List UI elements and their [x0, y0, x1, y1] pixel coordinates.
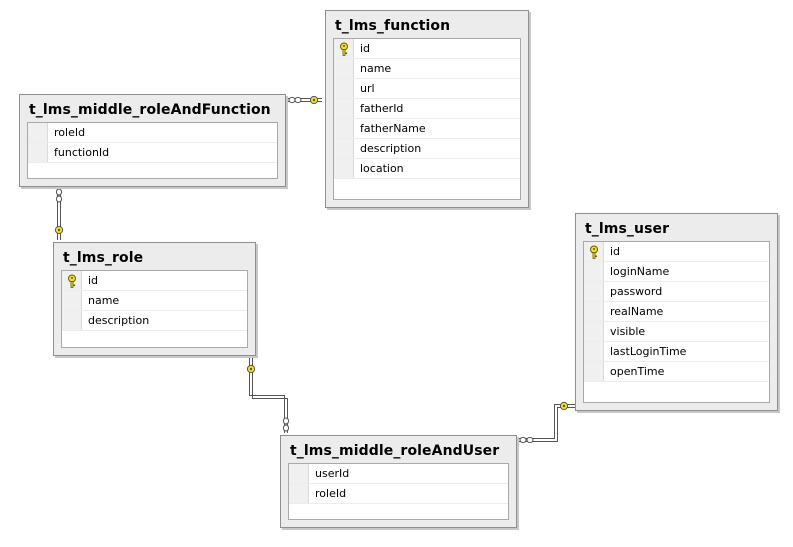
- column-row[interactable]: functionId: [28, 143, 277, 163]
- row-selector: [334, 159, 354, 178]
- column-name: visible: [610, 325, 646, 338]
- column-name: fatherName: [360, 122, 426, 135]
- column-name: name: [360, 62, 392, 75]
- table-title: t_lms_role: [63, 250, 144, 266]
- column-name: id: [610, 245, 621, 258]
- column-list: id name url fatherId fatherName descript…: [333, 38, 521, 200]
- relationship-roleandfunction-role[interactable]: [54, 188, 64, 240]
- column-row[interactable]: description: [62, 311, 247, 331]
- column-name: description: [360, 142, 422, 155]
- column-list: id name description: [61, 270, 248, 348]
- column-row[interactable]: location: [334, 159, 520, 179]
- column-row[interactable]: name: [62, 291, 247, 311]
- table-t-lms-middle-roleandfunction[interactable]: t_lms_middle_roleAndFunction roleId func…: [19, 94, 286, 187]
- row-selector: [584, 322, 604, 341]
- column-list: userId roleId: [288, 463, 509, 520]
- table-t-lms-middle-roleanduser[interactable]: t_lms_middle_roleAndUser userId roleId: [280, 435, 517, 528]
- column-row[interactable]: userId: [289, 464, 508, 484]
- table-title: t_lms_middle_roleAndUser: [290, 443, 500, 459]
- column-row[interactable]: url: [334, 79, 520, 99]
- column-row[interactable]: loginName: [584, 262, 769, 282]
- relationship-roleandfunction-function[interactable]: [287, 95, 322, 105]
- column-name: functionId: [54, 146, 110, 159]
- table-t-lms-role[interactable]: t_lms_role id name description: [53, 242, 256, 356]
- column-list: id loginName password realName visible l…: [583, 241, 770, 403]
- row-selector: [28, 123, 48, 142]
- column-name: fatherId: [360, 102, 404, 115]
- table-title: t_lms_middle_roleAndFunction: [29, 102, 271, 118]
- row-selector: [334, 79, 354, 98]
- row-selector: [28, 143, 48, 162]
- row-selector: [334, 99, 354, 118]
- column-name: roleId: [315, 487, 347, 500]
- key-icon: [68, 274, 76, 288]
- row-selector: [62, 271, 82, 290]
- column-name: description: [88, 314, 150, 327]
- table-title: t_lms_user: [585, 221, 670, 237]
- column-name: userId: [315, 467, 350, 480]
- column-row[interactable]: id: [62, 271, 247, 291]
- row-selector: [584, 242, 604, 261]
- row-selector: [289, 484, 309, 503]
- row-selector: [334, 39, 354, 58]
- relationship-roleanduser-role[interactable]: [246, 358, 290, 433]
- column-name: roleId: [54, 126, 86, 139]
- column-row[interactable]: description: [334, 139, 520, 159]
- column-row[interactable]: visible: [584, 322, 769, 342]
- row-selector: [584, 362, 604, 381]
- column-name: id: [88, 274, 99, 287]
- column-row[interactable]: password: [584, 282, 769, 302]
- table-title: t_lms_function: [335, 18, 451, 34]
- column-list: roleId functionId: [27, 122, 278, 179]
- row-selector: [584, 302, 604, 321]
- column-name: location: [360, 162, 404, 175]
- column-row[interactable]: roleId: [28, 123, 277, 143]
- column-name: openTime: [610, 365, 665, 378]
- row-selector: [584, 262, 604, 281]
- column-name: realName: [610, 305, 664, 318]
- row-selector: [334, 119, 354, 138]
- column-name: lastLoginTime: [610, 345, 687, 358]
- row-selector: [62, 311, 82, 330]
- column-row[interactable]: lastLoginTime: [584, 342, 769, 362]
- row-selector: [584, 282, 604, 301]
- key-icon: [340, 42, 348, 56]
- key-icon: [590, 245, 598, 259]
- relationship-roleanduser-user[interactable]: [518, 401, 578, 444]
- row-selector: [289, 464, 309, 483]
- column-name: id: [360, 42, 371, 55]
- column-name: loginName: [610, 265, 670, 278]
- column-row[interactable]: realName: [584, 302, 769, 322]
- row-selector: [62, 291, 82, 310]
- column-row[interactable]: fatherName: [334, 119, 520, 139]
- column-row[interactable]: roleId: [289, 484, 508, 504]
- column-name: url: [360, 82, 375, 95]
- column-row[interactable]: openTime: [584, 362, 769, 382]
- column-name: name: [88, 294, 120, 307]
- column-row[interactable]: name: [334, 59, 520, 79]
- table-t-lms-user[interactable]: t_lms_user id loginName password realNam…: [575, 213, 778, 411]
- column-name: password: [610, 285, 663, 298]
- table-t-lms-function[interactable]: t_lms_function id name url fatherId fath…: [325, 10, 529, 208]
- column-row[interactable]: fatherId: [334, 99, 520, 119]
- row-selector: [584, 342, 604, 361]
- column-row[interactable]: id: [334, 39, 520, 59]
- row-selector: [334, 139, 354, 158]
- column-row[interactable]: id: [584, 242, 769, 262]
- row-selector: [334, 59, 354, 78]
